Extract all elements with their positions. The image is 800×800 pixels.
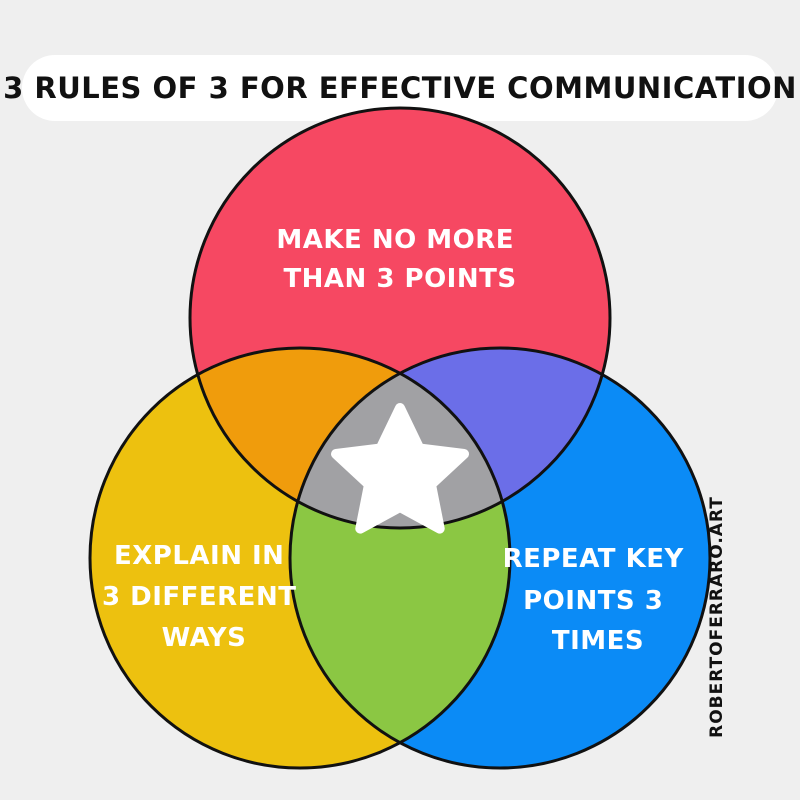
top-label-line: THAN 3 POINTS bbox=[283, 264, 516, 294]
left-label-line: WAYS bbox=[162, 623, 247, 653]
top-label-line: MAKE NO MORE bbox=[276, 225, 514, 255]
right-circle-label: REPEAT KEY POINTS 3 TIMES bbox=[503, 544, 694, 656]
poster-title: 3 RULES OF 3 FOR EFFECTIVE COMMUNICATION bbox=[3, 71, 797, 105]
right-label-line: TIMES bbox=[552, 626, 644, 656]
left-label-line: EXPLAIN IN bbox=[114, 541, 284, 571]
top-circle-label: MAKE NO MORE THAN 3 POINTS bbox=[276, 225, 523, 294]
star-icon bbox=[331, 403, 469, 534]
left-circle-label: EXPLAIN IN 3 DIFFERENT WAYS bbox=[102, 541, 306, 653]
left-label-line: 3 DIFFERENT bbox=[102, 582, 296, 612]
right-label-line: REPEAT KEY bbox=[503, 544, 685, 574]
title-banner: 3 RULES OF 3 FOR EFFECTIVE COMMUNICATION bbox=[3, 55, 796, 121]
credit-text: ROBERTOFERRARO.ART bbox=[707, 496, 727, 738]
right-label-line: POINTS 3 bbox=[523, 586, 663, 616]
